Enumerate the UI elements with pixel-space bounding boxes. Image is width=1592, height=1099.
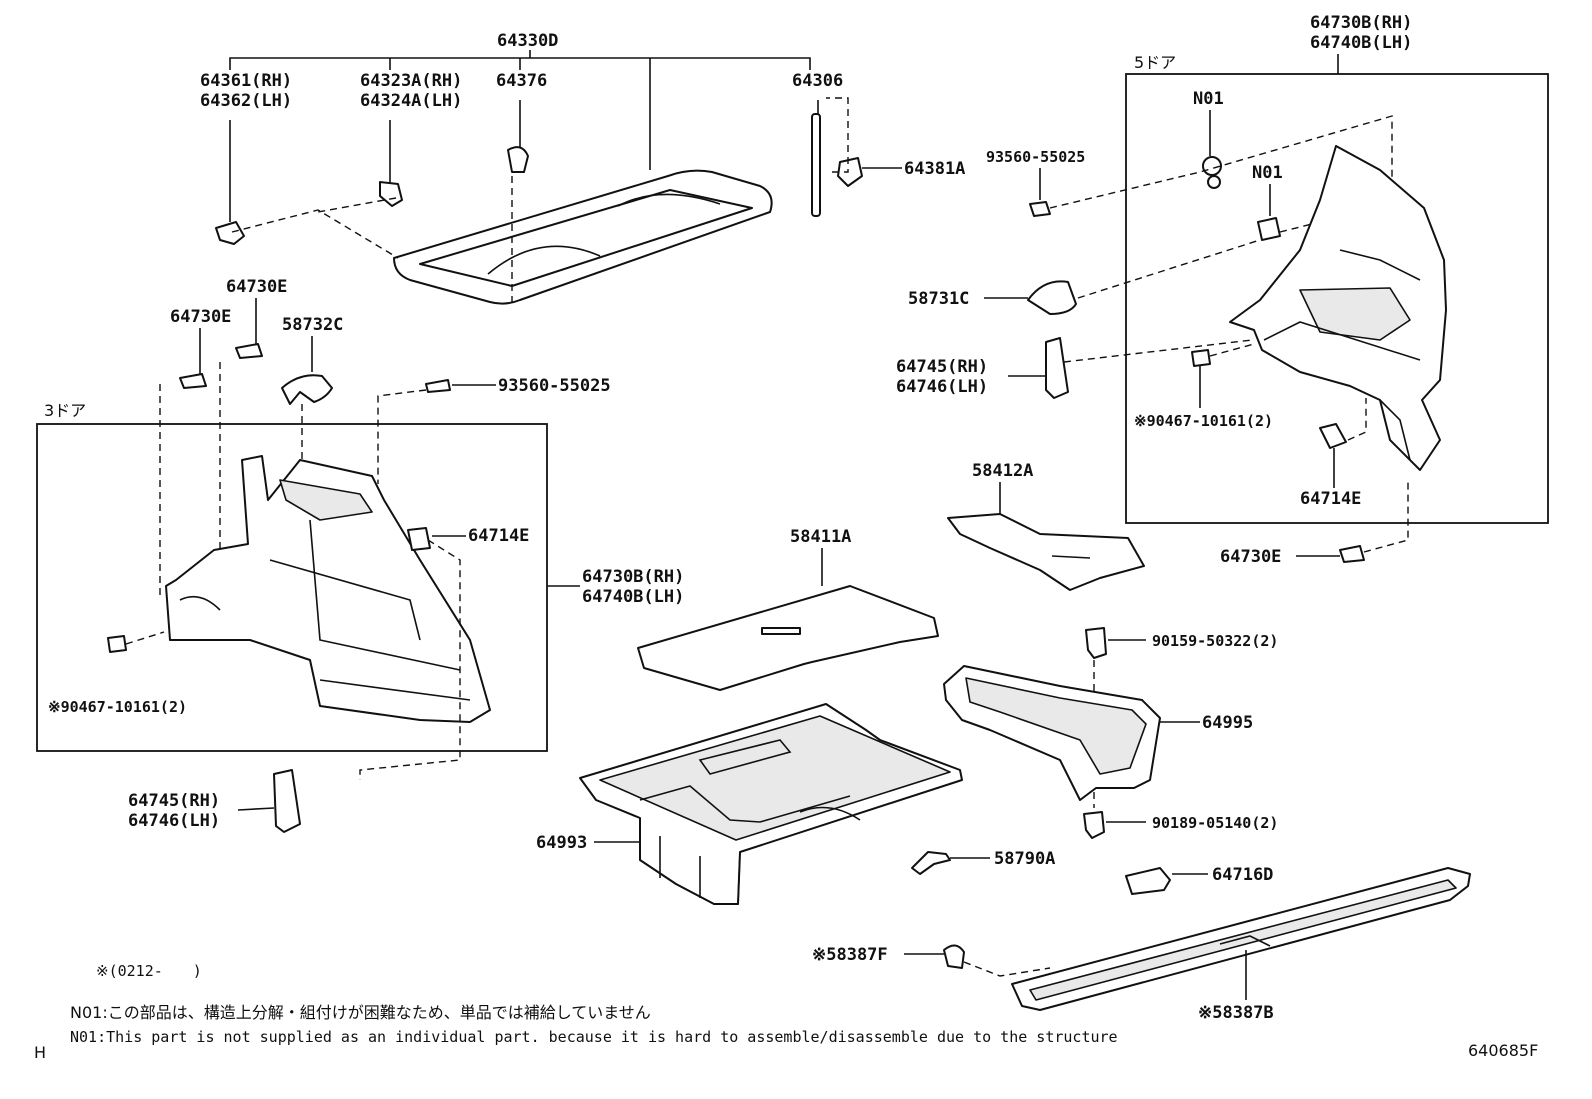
label-64330D: 64330D: [497, 31, 558, 51]
label-64993: 64993: [536, 833, 587, 853]
bolt-N01-b-part: [1257, 217, 1281, 241]
right-trim-group: 64730B(RH) 64740B(LH) 5ドア N01 N01 93560-…: [896, 13, 1549, 567]
door5-frame: [1125, 73, 1549, 524]
label-64730E-b: 64730E: [170, 307, 231, 327]
label-58731C: 58731C: [908, 289, 969, 309]
label-58412A: 58412A: [972, 461, 1033, 481]
label-64381A: 64381A: [904, 159, 965, 179]
label-58387F: ※58387F: [812, 945, 888, 965]
label-58732C: 58732C: [282, 315, 343, 335]
note-n01-japanese: N01:この部品は、構造上分解・組付けが困難なため、単品では補給していません: [70, 1003, 651, 1022]
mat-58412A-part: [947, 513, 1145, 591]
clip-64376-part: [507, 146, 529, 173]
screw-93560-top-part: [1029, 201, 1051, 217]
clip-64714E-left-part: [407, 527, 431, 551]
label-64714E-right: 64714E: [1300, 489, 1361, 509]
clip-64730E-right-part: [1339, 545, 1365, 563]
door3-frame: [36, 423, 548, 752]
label-64730E-right: 64730E: [1220, 547, 1281, 567]
shelf-group: 64330D 64361(RH) 64362(LH) 64323A(RH) 64…: [200, 31, 965, 305]
label-64716D: 64716D: [1212, 865, 1273, 885]
board-58411A-part: [637, 585, 939, 691]
label-90467-right: ※90467-10161(2): [1134, 412, 1273, 430]
hook-64381A-part: [837, 157, 863, 187]
strap-64306-part: [811, 113, 821, 217]
clip-64730E-b-part: [179, 373, 207, 389]
label-93560-top: 93560-55025: [986, 148, 1085, 166]
label-64746-right: 64746(LH): [896, 377, 988, 397]
label-64376: 64376: [496, 71, 547, 91]
label-58411A: 58411A: [790, 527, 851, 547]
label-64745-left: 64745(RH): [128, 791, 220, 811]
bolt-90159-part: [1085, 627, 1107, 659]
note-date-range: ※(0212- ): [96, 962, 202, 980]
label-64730B-left: 64730B(RH): [582, 567, 684, 587]
holder-64323A-part: [379, 181, 403, 207]
center-group: 58412A 58411A 90159-50322(2) 64995 90189…: [536, 461, 1471, 1023]
label-N01-a: N01: [1193, 89, 1224, 109]
clip-64730E-a-part: [235, 343, 263, 359]
note-n01-english: N01:This part is not supplied as an indi…: [70, 1028, 1118, 1046]
label-64730E-a: 64730E: [226, 277, 287, 297]
label-64714E-left: 64714E: [468, 526, 529, 546]
label-64995: 64995: [1202, 713, 1253, 733]
notes-group: ※(0212- ) N01:この部品は、構造上分解・組付けが困難なため、単品では…: [34, 962, 1538, 1062]
label-90467-left: ※90467-10161(2): [48, 698, 187, 716]
label-64745-right: 64745(RH): [896, 357, 988, 377]
corner-mark: H: [34, 1043, 46, 1062]
label-93560-mid: 93560-55025: [498, 376, 611, 396]
screw-90467-left-part: [107, 635, 127, 653]
cover-58731C-part: [1027, 280, 1077, 315]
label-64730B-right: 64730B(RH): [1310, 13, 1412, 33]
label-door3: 3ドア: [44, 401, 86, 420]
label-58790A: 58790A: [994, 849, 1055, 869]
cap-64716D-part: [1125, 867, 1171, 895]
left-trim-group: 64730E 64730E 58732C 93560-55025 3ドア 647…: [36, 277, 684, 833]
label-58387B: ※58387B: [1198, 1003, 1274, 1023]
hook-58790A-part: [911, 851, 951, 875]
label-64323A: 64323A(RH): [360, 71, 462, 91]
label-N01-b: N01: [1252, 163, 1283, 183]
label-64361: 64361(RH): [200, 71, 292, 91]
screw-90467-right-part: [1191, 349, 1211, 367]
label-64740B-right: 64740B(LH): [1310, 33, 1412, 53]
label-64306: 64306: [792, 71, 843, 91]
label-90189: 90189-05140(2): [1152, 814, 1278, 832]
clip-58387F-part: [943, 944, 965, 969]
label-door5: 5ドア: [1134, 53, 1176, 72]
label-64740B-left: 64740B(LH): [582, 587, 684, 607]
label-64362: 64362(LH): [200, 91, 292, 111]
cover-58732C-part: [281, 374, 333, 405]
label-64324A: 64324A(LH): [360, 91, 462, 111]
figure-id: 640685F: [1468, 1041, 1538, 1060]
label-64746-left: 64746(LH): [128, 811, 220, 831]
hinge-64361-part: [215, 221, 245, 245]
screw-mid-part: [425, 379, 451, 393]
vent-left-part: [273, 769, 301, 833]
nut-90189-part: [1083, 811, 1105, 839]
vent-right-part: [1045, 337, 1069, 399]
clip-64714E-right-part: [1319, 423, 1347, 449]
label-90159: 90159-50322(2): [1152, 632, 1278, 650]
trim-panel-3door-part: [165, 455, 491, 723]
